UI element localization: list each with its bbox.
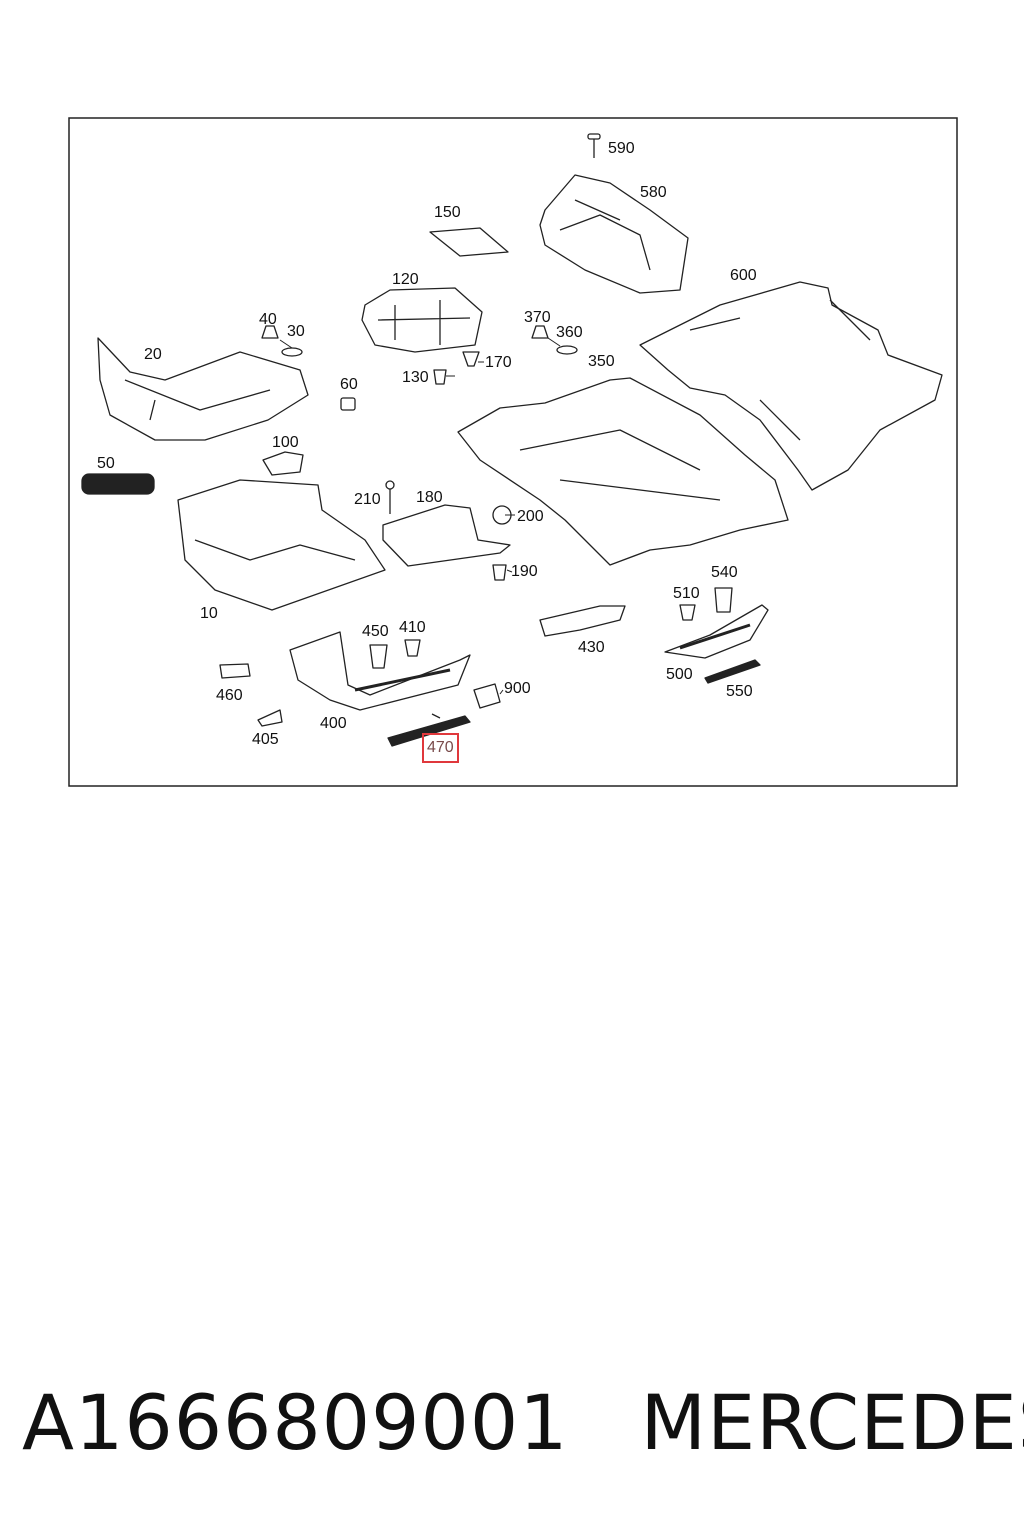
leader-lines bbox=[279, 337, 561, 695]
label-540: 540 bbox=[711, 564, 738, 581]
part-150-plate bbox=[429, 227, 509, 257]
part-10-front-floor bbox=[177, 479, 386, 611]
part-40-clip bbox=[261, 325, 279, 339]
part-info-footer: A1666809001 MERCEDES bbox=[22, 1372, 1024, 1472]
label-410: 410 bbox=[399, 619, 426, 636]
part-170-clip bbox=[462, 351, 480, 367]
label-100: 100 bbox=[272, 434, 299, 451]
label-400: 400 bbox=[320, 715, 347, 732]
label-600: 600 bbox=[730, 267, 757, 284]
part-180-panel bbox=[382, 504, 511, 567]
part-470-strip bbox=[387, 715, 471, 747]
label-210: 210 bbox=[354, 491, 381, 508]
part-130-clip bbox=[433, 369, 447, 385]
label-200: 200 bbox=[517, 508, 544, 525]
label-510: 510 bbox=[673, 585, 700, 602]
part-460-connector bbox=[219, 663, 251, 679]
part-370-clip bbox=[531, 325, 549, 339]
part-430-trim bbox=[539, 605, 626, 637]
label-450: 450 bbox=[362, 623, 389, 640]
part-100-bracket bbox=[262, 451, 304, 476]
part-405-bracket bbox=[257, 709, 283, 727]
label-190: 190 bbox=[511, 563, 538, 580]
label-120: 120 bbox=[392, 271, 419, 288]
parts-diagram: 590 580 150 600 120 40 30 370 360 20 350… bbox=[68, 117, 958, 787]
label-150: 150 bbox=[434, 204, 461, 221]
part-360-clip bbox=[556, 345, 578, 355]
label-350: 350 bbox=[588, 353, 615, 370]
part-20-front-wall bbox=[97, 337, 309, 441]
part-600-rear-floor bbox=[639, 281, 943, 491]
label-30: 30 bbox=[287, 323, 305, 340]
part-900-cap bbox=[473, 683, 501, 709]
part-60-clip bbox=[340, 397, 356, 411]
part-500-sill bbox=[664, 604, 769, 659]
label-470-highlighted: 470 bbox=[422, 733, 459, 763]
part-550-strip bbox=[704, 659, 761, 684]
label-60: 60 bbox=[340, 376, 358, 393]
label-360: 360 bbox=[556, 324, 583, 341]
label-40: 40 bbox=[259, 311, 277, 328]
label-130: 130 bbox=[402, 369, 429, 386]
label-50: 50 bbox=[97, 455, 115, 472]
part-590-bolt bbox=[587, 133, 601, 158]
label-580: 580 bbox=[640, 184, 667, 201]
part-190-clip bbox=[492, 564, 507, 581]
label-170: 170 bbox=[485, 354, 512, 371]
label-900: 900 bbox=[504, 680, 531, 697]
part-main-floor bbox=[457, 377, 789, 566]
label-590: 590 bbox=[608, 140, 635, 157]
diagram-drawing bbox=[68, 117, 958, 787]
brand-name: MERCEDES bbox=[640, 1377, 1024, 1467]
label-370: 370 bbox=[524, 309, 551, 326]
label-430: 430 bbox=[578, 639, 605, 656]
label-10: 10 bbox=[200, 605, 218, 622]
part-number: A1666809001 bbox=[22, 1377, 569, 1467]
part-30-clip bbox=[281, 347, 303, 357]
part-410-clip bbox=[404, 639, 421, 657]
part-450-clip bbox=[369, 644, 388, 669]
label-550: 550 bbox=[726, 683, 753, 700]
label-460: 460 bbox=[216, 687, 243, 704]
label-405: 405 bbox=[252, 731, 279, 748]
label-180: 180 bbox=[416, 489, 443, 506]
part-540-clip bbox=[714, 587, 733, 613]
diagram-frame bbox=[68, 117, 958, 787]
label-20: 20 bbox=[144, 346, 162, 363]
part-510-clip bbox=[679, 604, 696, 621]
part-120-module bbox=[361, 287, 483, 353]
part-580-rear-panel bbox=[539, 174, 689, 294]
part-400-sill bbox=[289, 631, 471, 711]
part-50-mat bbox=[81, 473, 155, 495]
label-500: 500 bbox=[666, 666, 693, 683]
